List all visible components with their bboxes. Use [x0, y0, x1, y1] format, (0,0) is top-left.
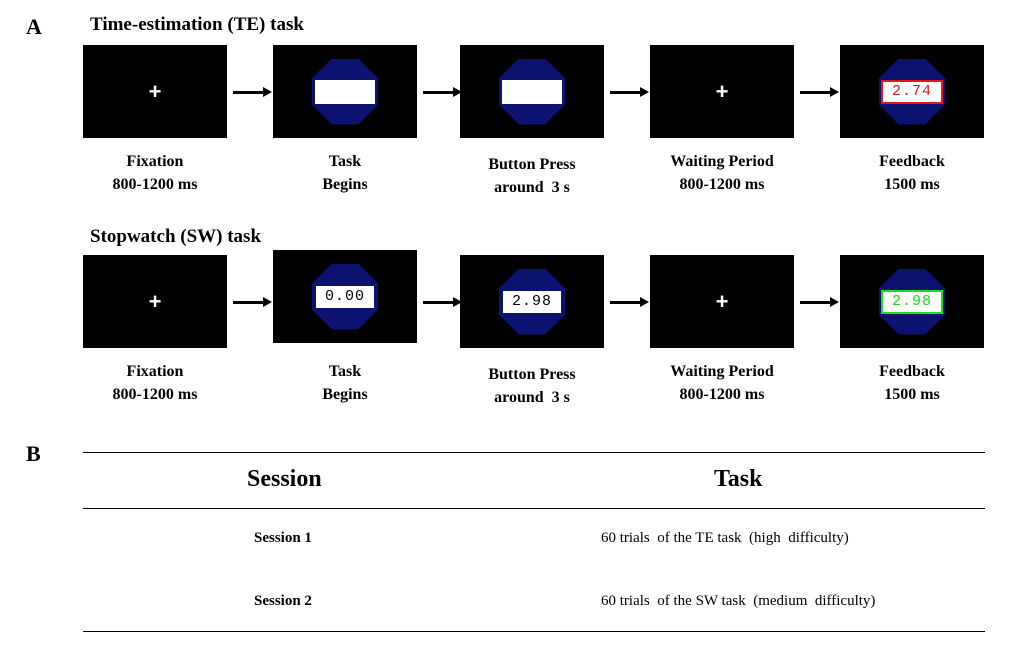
timer-display: 2.98 — [503, 290, 561, 313]
te-caption-fixation: Fixation 800-1200 ms — [75, 150, 235, 196]
caption-line: 800-1200 ms — [112, 176, 198, 193]
te-caption-task-begins: Task Begins — [265, 150, 425, 196]
sw-feedback-screen: 2.98 — [840, 255, 984, 348]
sw-task-title: Stopwatch (SW) task — [90, 226, 262, 247]
caption-line: Feedback — [879, 363, 945, 380]
table-top-rule — [83, 452, 985, 453]
caption-line: Feedback — [879, 153, 945, 170]
caption-line: 800-1200 ms — [112, 386, 198, 403]
caption-line: 1500 ms — [884, 386, 940, 403]
table-header-rule — [83, 508, 985, 509]
te-caption-button-press: Button Press around 3 s — [452, 153, 612, 199]
caption-line: around 3 s — [494, 179, 570, 196]
te-waiting-screen: + — [650, 45, 794, 138]
panel-a-label: A — [26, 14, 42, 39]
caption-line: 800-1200 ms — [679, 386, 765, 403]
sw-caption-feedback: Feedback 1500 ms — [832, 360, 992, 406]
header-task: Task — [714, 466, 763, 492]
sw-caption-waiting: Waiting Period 800-1200 ms — [642, 360, 802, 406]
sw-waiting-screen: + — [650, 255, 794, 348]
te-feedback-screen: 2.74 — [840, 45, 984, 138]
arrow-icon — [800, 87, 839, 97]
sw-task-begins-screen: 0.00 — [273, 250, 417, 343]
te-fixation-screen: + — [83, 45, 227, 138]
arrow-icon — [233, 87, 272, 97]
arrow-icon — [800, 297, 839, 307]
caption-line: Begins — [322, 176, 368, 193]
caption-line: Task — [328, 363, 362, 380]
table-row-2-session: Session 2 — [254, 593, 312, 609]
arrow-icon — [423, 87, 462, 97]
feedback-display: 2.74 — [881, 79, 943, 104]
table-row-2-task: 60 trials of the SW task (medium difficu… — [601, 593, 876, 609]
te-caption-waiting: Waiting Period 800-1200 ms — [642, 150, 802, 196]
sw-caption-task-begins: Task Begins — [265, 360, 425, 406]
fixation-cross-icon: + — [148, 288, 162, 314]
caption-line: Waiting Period — [670, 363, 774, 380]
caption-line: around 3 s — [494, 389, 570, 406]
sw-button-press-screen: 2.98 — [460, 255, 604, 348]
timer-display: 0.00 — [316, 285, 374, 308]
te-button-press-screen — [460, 45, 604, 138]
caption-line: 1500 ms — [884, 176, 940, 193]
caption-line: 800-1200 ms — [679, 176, 765, 193]
caption-line: Button Press — [488, 156, 576, 173]
timer-display — [502, 79, 562, 104]
caption-line: Begins — [322, 386, 368, 403]
arrow-icon — [423, 297, 462, 307]
table-row-1-session: Session 1 — [254, 530, 312, 546]
caption-line: Button Press — [488, 366, 576, 383]
feedback-display: 2.98 — [881, 289, 943, 314]
table-row-1-task: 60 trials of the TE task (high difficult… — [601, 530, 849, 546]
fixation-cross-icon: + — [148, 78, 162, 104]
te-caption-feedback: Feedback 1500 ms — [832, 150, 992, 196]
panel-b-label: B — [26, 441, 41, 466]
fixation-cross-icon: + — [715, 78, 729, 104]
arrow-icon — [233, 297, 272, 307]
header-session: Session — [247, 466, 322, 492]
timer-display — [315, 79, 375, 104]
sw-caption-fixation: Fixation 800-1200 ms — [75, 360, 235, 406]
caption-line: Fixation — [126, 363, 184, 380]
fixation-cross-icon: + — [715, 288, 729, 314]
te-task-begins-screen — [273, 45, 417, 138]
sw-caption-button-press: Button Press around 3 s — [452, 363, 612, 409]
table-bottom-rule — [83, 631, 985, 632]
arrow-icon — [610, 87, 649, 97]
caption-line: Waiting Period — [670, 153, 774, 170]
caption-line: Fixation — [126, 153, 184, 170]
caption-line: Task — [328, 153, 362, 170]
te-task-title: Time-estimation (TE) task — [90, 14, 304, 35]
arrow-icon — [610, 297, 649, 307]
sw-fixation-screen: + — [83, 255, 227, 348]
